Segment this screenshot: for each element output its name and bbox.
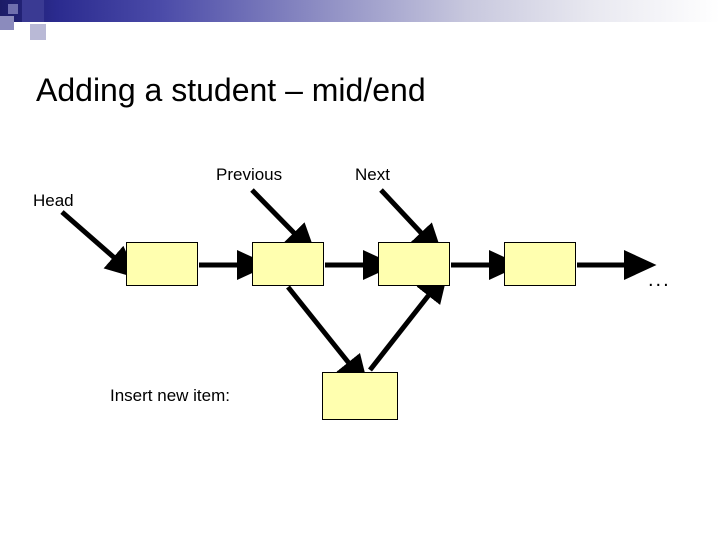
list-node-3 bbox=[378, 242, 450, 286]
arrow-node2-to-new-node bbox=[286, 285, 369, 388]
list-node-1 bbox=[126, 242, 198, 286]
arrow-new-node-to-node3 bbox=[368, 270, 449, 372]
banner-square-1 bbox=[8, 4, 18, 14]
arrow-head-to-node1 bbox=[60, 210, 138, 279]
label-previous: Previous bbox=[216, 165, 283, 184]
arrow-previous-to-node2 bbox=[250, 188, 317, 256]
banner-square-2 bbox=[22, 0, 44, 22]
decorative-banner bbox=[0, 0, 720, 40]
list-node-4 bbox=[504, 242, 576, 286]
banner-square-4 bbox=[30, 24, 46, 40]
label-head: Head bbox=[33, 191, 74, 210]
slide-title: Adding a student – mid/end bbox=[36, 72, 426, 108]
list-node-new bbox=[322, 372, 398, 420]
banner-square-3 bbox=[0, 16, 14, 30]
label-next: Next bbox=[355, 165, 390, 184]
banner-gradient bbox=[0, 0, 720, 22]
ellipsis-label: ... bbox=[648, 269, 671, 291]
arrow-next-to-node3 bbox=[379, 188, 444, 257]
list-node-2 bbox=[252, 242, 324, 286]
label-insert-new-item: Insert new item: bbox=[110, 386, 230, 405]
